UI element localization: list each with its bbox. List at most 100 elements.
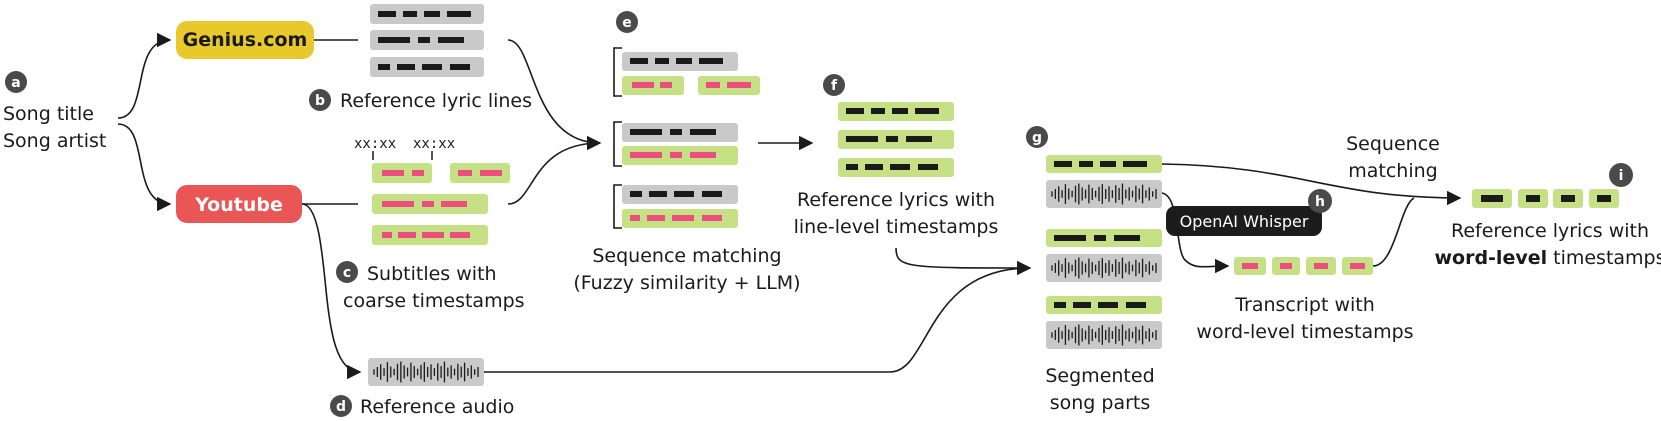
word-mark (1098, 302, 1118, 308)
word-mark (1481, 195, 1503, 202)
arrow-subtitles-to-matching (507, 142, 601, 205)
badge-i (1609, 163, 1633, 187)
word-mark (422, 232, 444, 238)
word-mark (890, 164, 910, 170)
badge-e-letter: e (622, 15, 632, 31)
word-mark (1561, 195, 1575, 202)
word-mark (1314, 263, 1328, 269)
word-mark (647, 215, 665, 221)
badge-h-letter: h (1315, 194, 1325, 210)
line-level-lyrics: f Reference lyrics with line-level times… (794, 74, 999, 238)
flow-connectors (117, 32, 1462, 380)
word-mark (1079, 161, 1093, 167)
song-title-label: Song title (3, 103, 94, 125)
badge-b (309, 89, 331, 111)
badge-g-letter: g (1032, 130, 1042, 146)
word-mark (630, 129, 662, 135)
label-i-bold: word-level (1434, 247, 1547, 269)
label-c-line2: coarse timestamps (343, 290, 525, 312)
word-mark (1123, 161, 1147, 167)
word-mark (458, 170, 472, 176)
badge-f-letter: f (831, 78, 838, 94)
audio-waveform-icon (1051, 324, 1157, 346)
word-mark (1350, 263, 1365, 269)
word-mark (672, 215, 694, 221)
word-mark (1114, 235, 1140, 241)
arrow-audio-to-transcript (1161, 192, 1230, 274)
badge-c-letter: c (343, 265, 351, 281)
label-f-line2: line-level timestamps (794, 216, 999, 238)
group-bracket-icon (613, 184, 622, 229)
timestamp-1: xx:xx (354, 136, 396, 152)
badge-b-letter: b (315, 93, 325, 109)
word-mark (382, 170, 404, 176)
word-mark (378, 11, 396, 17)
label-i-line1: Reference lyrics with (1451, 220, 1649, 242)
genius-label: Genius.com (183, 29, 308, 51)
word-mark (450, 232, 470, 238)
word-mark (480, 170, 502, 176)
audio-box (1046, 180, 1162, 208)
audio-box (368, 358, 484, 386)
word-level-lyrics: i Reference lyrics with word-level timest… (1434, 163, 1661, 269)
arrow-transcript-to-output (1372, 197, 1415, 267)
word-mark (690, 129, 716, 135)
word-mark (632, 82, 654, 88)
label-e-line2: (Fuzzy similarity + LLM) (573, 272, 800, 294)
badge-i-letter: i (1619, 168, 1624, 184)
word-mark (670, 129, 682, 135)
word-mark (865, 164, 883, 170)
word-mark (886, 136, 898, 142)
subtitles-coarse-timestamps: xx:xx xx:xx c Subtitles with coarse time… (336, 136, 525, 312)
word-mark (918, 164, 938, 170)
word-mark (699, 58, 723, 64)
genius-source: Genius.com (176, 21, 314, 59)
youtube-box (176, 185, 302, 223)
word-mark (674, 191, 694, 197)
badge-h (1308, 189, 1332, 213)
label-seq-line2: matching (1348, 160, 1437, 182)
word-mark (660, 82, 672, 88)
song-artist-label: Song artist (3, 130, 106, 152)
word-mark (398, 232, 416, 238)
badge-a-letter: a (11, 75, 20, 91)
word-mark (1242, 263, 1258, 269)
label-h-line2: word-level timestamps (1196, 321, 1413, 343)
label-c-line1: Subtitles with (367, 263, 497, 285)
word-mark (397, 64, 415, 70)
reference-lyric-lines: b Reference lyric lines (309, 4, 532, 112)
word-mark (706, 82, 720, 88)
word-mark (441, 201, 467, 207)
label-d: Reference audio (360, 396, 514, 418)
audio-waveform-icon (1051, 257, 1157, 279)
word-mark (690, 152, 716, 158)
word-mark (655, 58, 669, 64)
label-i-rest: timestamps (1553, 247, 1661, 269)
word-mark (906, 136, 932, 142)
word-mark (702, 215, 722, 221)
word-mark (630, 191, 642, 197)
word-mark (1280, 263, 1292, 269)
word-mark (1526, 195, 1540, 202)
label-i-line2: word-level timestamps (1434, 247, 1661, 269)
arrow-input-to-genius (117, 32, 172, 119)
word-mark (1054, 161, 1072, 167)
word-mark (382, 232, 392, 238)
word-mark (422, 201, 434, 207)
badge-c (336, 261, 358, 283)
reference-audio: d Reference audio (330, 358, 514, 418)
youtube-label: Youtube (194, 194, 283, 216)
segmented-song-parts: g Segmented song parts (1026, 126, 1162, 414)
audio-box (1046, 321, 1162, 349)
badge-a (5, 71, 27, 93)
word-mark (630, 58, 648, 64)
group-bracket-icon (613, 121, 622, 167)
word-mark (447, 11, 471, 17)
word-mark (438, 37, 464, 43)
word-mark (676, 58, 692, 64)
timestamp-2: xx:xx (413, 136, 455, 152)
badge-g (1026, 126, 1048, 148)
word-mark (1100, 161, 1116, 167)
word-mark (422, 64, 442, 70)
arrow-audio-to-segments (484, 260, 1032, 373)
